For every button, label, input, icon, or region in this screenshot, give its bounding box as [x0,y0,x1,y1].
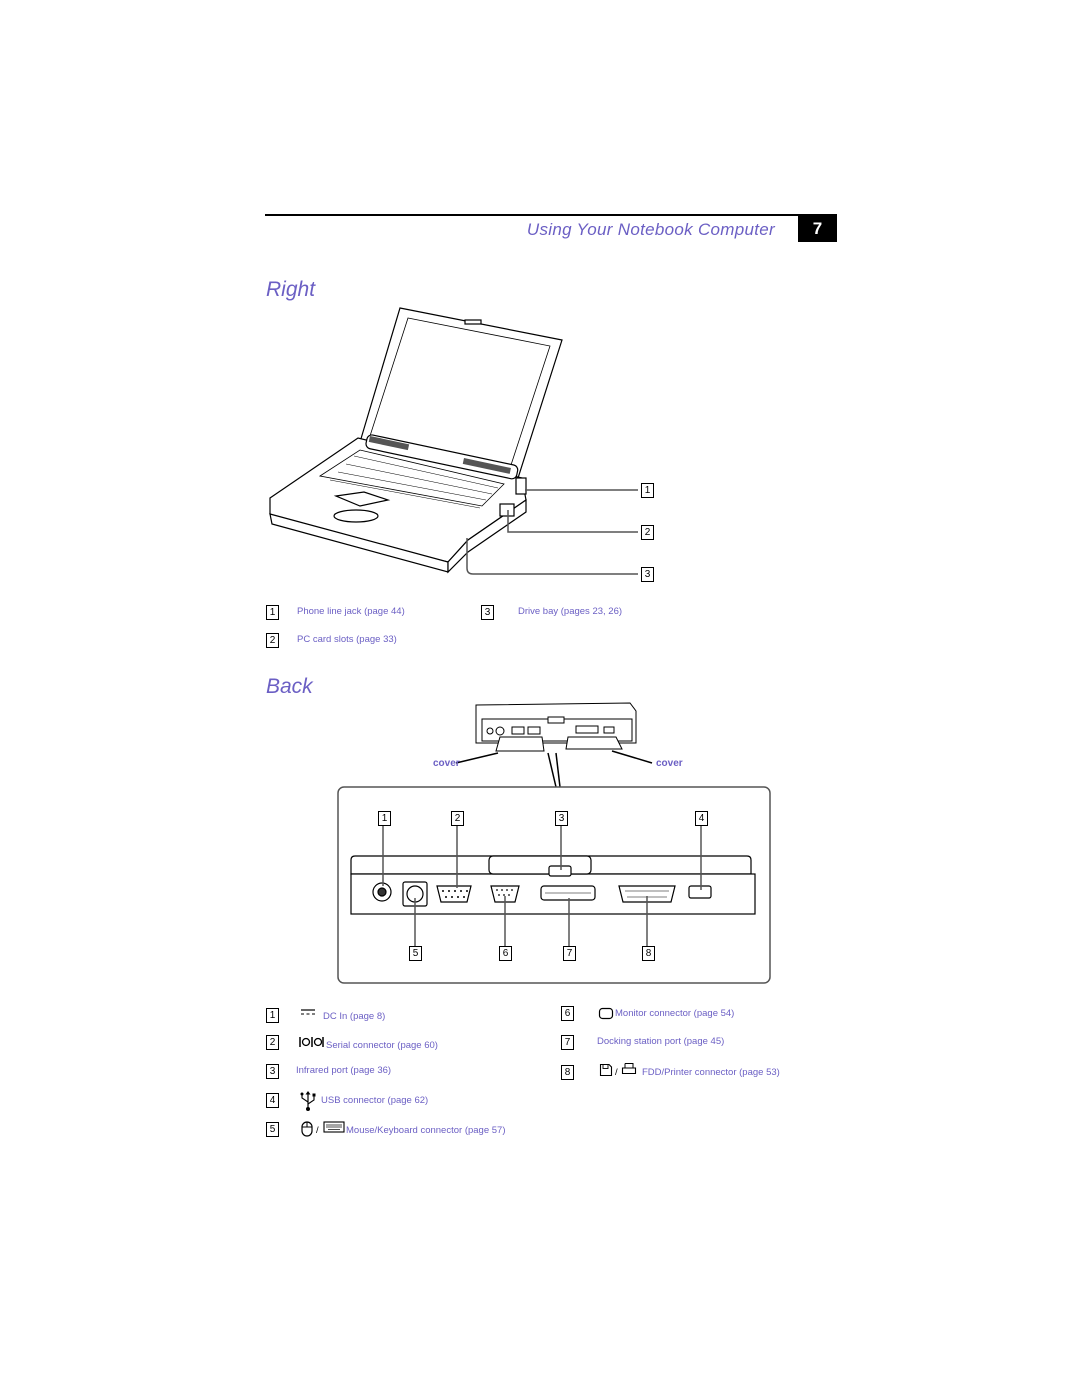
page-number: 7 [798,216,837,242]
laptop-base-side [447,498,527,574]
callout-back-1: 1 [378,811,391,826]
header-rule [265,214,837,216]
legend-right-num-3: 3 [481,605,494,620]
pc-card-slot [499,503,515,517]
callout-back-5: 5 [409,946,422,961]
legend-back-mouse-keyboard-connector: Mouse/Keyboard connector (page 57) [346,1125,506,1136]
keyboard-icon [323,1121,345,1133]
legend-back-num-2: 2 [266,1035,279,1050]
legend-back-num-1: 1 [266,1008,279,1023]
touchpad [333,491,391,507]
touchpad-buttons [333,509,379,523]
callout-back-2: 2 [451,811,464,826]
legend-back-monitor-connector: Monitor connector (page 54) [615,1008,735,1019]
floppy-icon [599,1063,613,1077]
slash-separator-2: / [615,1067,618,1078]
section-heading-right: Right [266,278,316,301]
mouse-icon [301,1121,313,1137]
legend-back-num-8: 8 [561,1065,574,1080]
legend-right-drive-bay: Drive bay (pages 23, 26) [518,606,623,617]
keyboard [318,449,505,507]
legend-back-fdd-printer-connector: FDD/Printer connector (page 53) [642,1067,780,1078]
callout-back-8: 8 [642,946,655,961]
legend-right-pc-card-slots: PC card slots (page 33) [297,634,397,645]
legend-back-num-7: 7 [561,1035,574,1050]
lid-latch [464,319,482,325]
back-panel-detail-illustration [337,786,771,984]
callout-right-3: 3 [641,567,654,582]
callout-back-3: 3 [555,811,568,826]
callout-right-2: 2 [641,525,654,540]
legend-back-dc-in: DC In (page 8) [323,1011,386,1022]
cover-label-left: cover [433,758,460,769]
monitor-icon [598,1007,614,1020]
section-heading-back: Back [266,675,313,698]
callout-back-7: 7 [563,946,576,961]
legend-back-infrared-port: Infrared port (page 36) [296,1065,392,1076]
callout-back-4: 4 [695,811,708,826]
callout-back-6: 6 [499,946,512,961]
legend-right-num-2: 2 [266,633,279,648]
laptop-back-small-illustration [455,702,653,788]
legend-back-num-6: 6 [561,1006,574,1021]
dc-in-icon [301,1009,315,1015]
header-title: Using Your Notebook Computer [526,220,775,239]
legend-right-phone-line-jack: Phone line jack (page 44) [297,606,405,617]
side-ports [515,477,527,495]
legend-back-num-3: 3 [266,1064,279,1079]
printer-icon [621,1063,637,1075]
cover-label-right: cover [656,758,683,769]
serial-icon [299,1037,324,1047]
laptop-right-view-illustration [269,307,638,575]
usb-icon [300,1091,316,1111]
callout-right-1: 1 [641,483,654,498]
legend-back-usb-connector: USB connector (page 62) [321,1095,429,1106]
legend-back-num-5: 5 [266,1122,279,1137]
legend-back-num-4: 4 [266,1093,279,1108]
slash-separator: / [316,1125,319,1136]
legend-back-serial-connector: Serial connector (page 60) [326,1040,438,1051]
legend-right-num-1: 1 [266,605,279,620]
legend-back-docking-station-port: Docking station port (page 45) [597,1036,725,1047]
